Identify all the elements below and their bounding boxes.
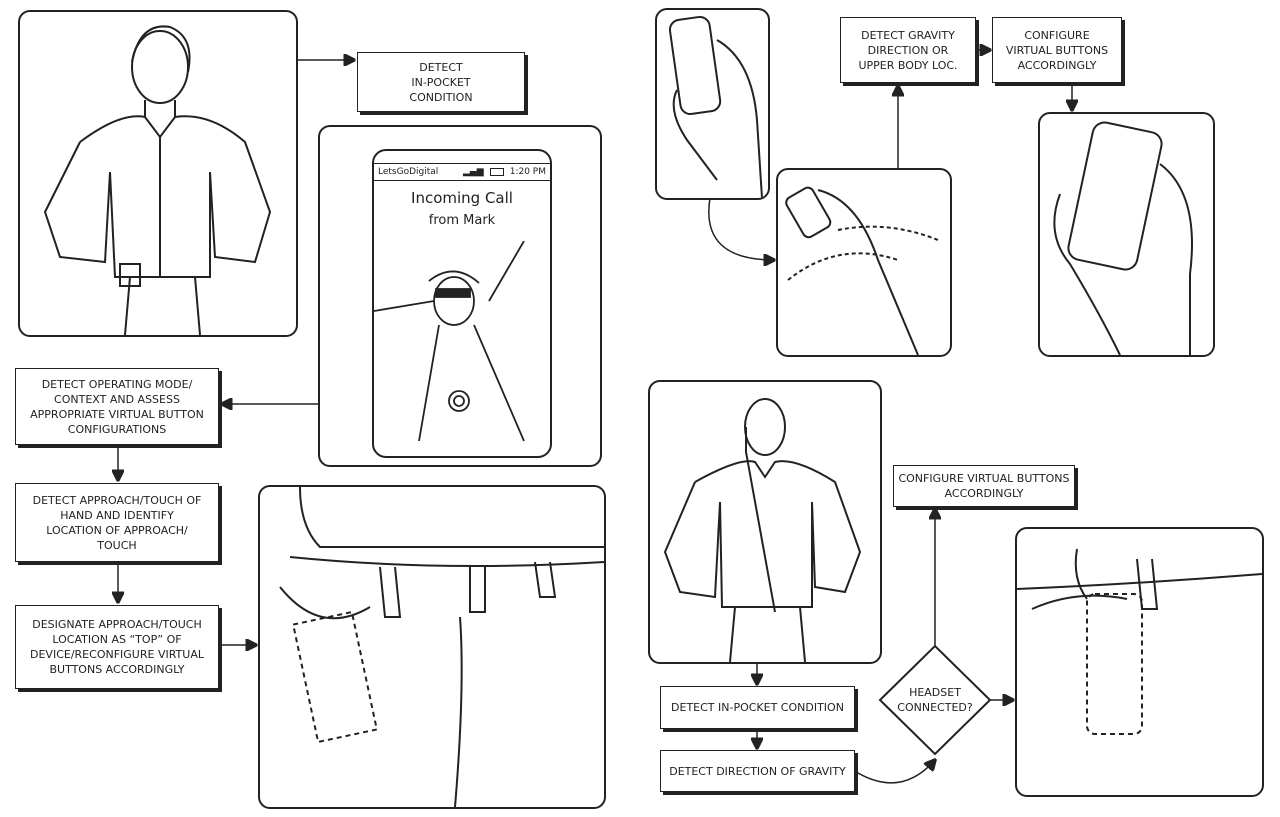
- call-from: from Mark: [428, 213, 496, 228]
- hand-phone-result-illustration: [1053, 121, 1193, 355]
- configure-buttons-box-top: CONFIGURE VIRTUAL BUTTONS ACCORDINGLY: [992, 17, 1122, 83]
- hand-holding-phone-panel: [655, 8, 770, 200]
- jacket-headset-panel: [648, 380, 882, 664]
- person-jacket-illustration: [43, 25, 272, 335]
- detect-in-pocket-box-bottom: DETECT IN-POCKET CONDITION: [660, 686, 855, 729]
- detect-operating-mode-box: DETECT OPERATING MODE/ CONTEXT AND ASSES…: [15, 368, 219, 445]
- configure-buttons-box-bottom: CONFIGURE VIRTUAL BUTTONS ACCORDINGLY: [893, 465, 1075, 507]
- headset-connected-label: HEADSET CONNECTED?: [897, 686, 973, 714]
- hand-holding-phone-result-panel: [1038, 112, 1215, 357]
- person-headset-illustration: [663, 398, 862, 662]
- hand-phone-illustration: [668, 15, 763, 198]
- battery-icon: [489, 168, 504, 176]
- pocket-headset-illustration: [1017, 548, 1262, 735]
- time-label: 1:20 PM: [509, 167, 546, 177]
- carrier-label: LetsGoDigital: [378, 167, 439, 177]
- detect-approach-box: DETECT APPROACH/TOUCH OF HAND AND IDENTI…: [15, 483, 219, 562]
- incoming-call-panel: LetsGoDigital ▂▄▆ 1:20 PM Incoming Call …: [318, 125, 602, 467]
- status-bar: LetsGoDigital ▂▄▆ 1:20 PM: [374, 163, 550, 181]
- phone-device: LetsGoDigital ▂▄▆ 1:20 PM Incoming Call …: [372, 149, 552, 458]
- designate-top-box: DESIGNATE APPROACH/TOUCH LOCATION AS “TO…: [15, 605, 219, 689]
- detect-gravity-upper-body-box: DETECT GRAVITY DIRECTION OR UPPER BODY L…: [840, 17, 976, 83]
- pocket-panel-left: [258, 485, 606, 809]
- jacket-figure-panel: [18, 10, 298, 337]
- hand-rotating-phone-panel: [776, 168, 952, 357]
- call-title: Incoming Call: [411, 189, 513, 207]
- hand-rotation-illustration: [785, 186, 939, 355]
- signal-icon: ▂▄▆: [462, 167, 484, 177]
- detect-direction-gravity-box: DETECT DIRECTION OF GRAVITY: [660, 750, 855, 792]
- pants-pocket-illustration: [279, 487, 604, 807]
- caller-photo-illustration: [374, 241, 525, 442]
- detect-in-pocket-box-top: DETECT IN-POCKET CONDITION: [357, 52, 525, 112]
- pocket-headset-panel: [1015, 527, 1264, 797]
